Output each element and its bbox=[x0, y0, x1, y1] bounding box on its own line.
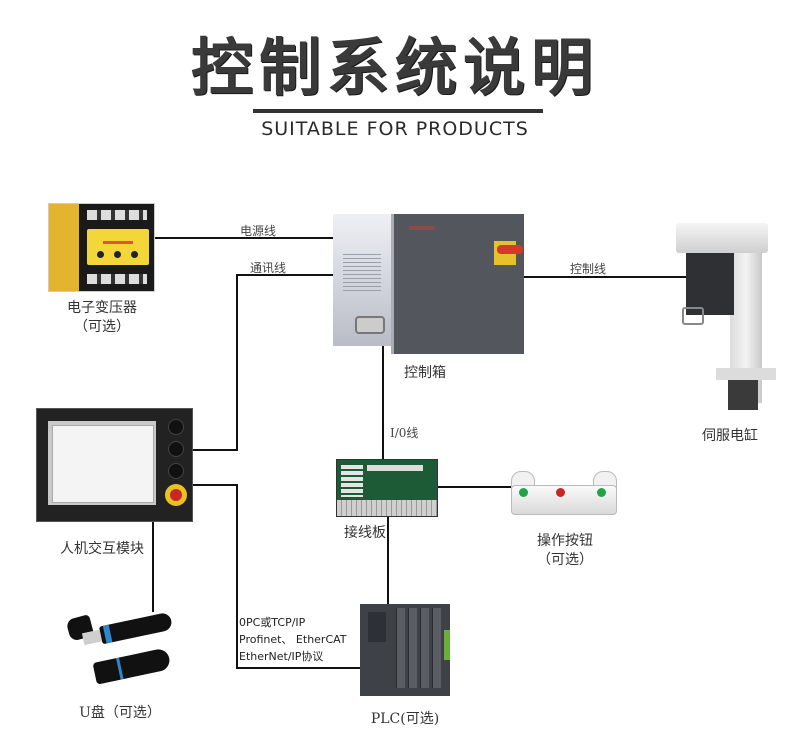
board-to-plc-line bbox=[387, 515, 389, 605]
transformer-image bbox=[48, 203, 155, 292]
io-line-label: I/0线 bbox=[390, 426, 419, 440]
control-box-side bbox=[333, 214, 391, 346]
terminal-board-label: 接线板 bbox=[344, 525, 386, 541]
servo-cylinder-label: 伺服电缸 bbox=[702, 428, 758, 444]
transformer-label: 电子变压器 bbox=[67, 300, 137, 316]
servo-top bbox=[676, 223, 768, 253]
operation-buttons-optional-note: （可选） bbox=[537, 552, 593, 568]
operation-buttons-image bbox=[507, 471, 619, 515]
control-box-image bbox=[391, 214, 524, 354]
board-to-buttons-line bbox=[436, 486, 512, 488]
emergency-stop-icon bbox=[165, 484, 187, 506]
comm-line-label: 通讯线 bbox=[250, 261, 287, 275]
control-box-label: 控制箱 bbox=[404, 365, 446, 381]
comm-line-top bbox=[236, 274, 335, 276]
servo-flange bbox=[716, 368, 776, 380]
protocol-line-vertical bbox=[236, 484, 238, 669]
hmi-label: 人机交互模块 bbox=[60, 541, 144, 557]
comm-line-vertical bbox=[236, 274, 238, 450]
power-line bbox=[155, 237, 335, 239]
protocol-label: 0PC或TCP/IP bbox=[239, 616, 306, 629]
protocol-labels: 0PC或TCP/IP Profinet、 EtherCAT EtherNet/I… bbox=[239, 614, 347, 665]
plc-image bbox=[360, 604, 450, 696]
control-line bbox=[510, 276, 690, 278]
protocol-label: EtherNet/IP协议 bbox=[239, 650, 324, 663]
protocol-label: Profinet、 EtherCAT bbox=[239, 633, 347, 646]
io-line bbox=[382, 346, 384, 460]
terminal-board-image bbox=[336, 459, 438, 517]
control-line-label: 控制线 bbox=[570, 262, 607, 276]
comm-line-to-hmi bbox=[191, 449, 238, 451]
title-underline bbox=[253, 109, 543, 113]
hmi-image bbox=[36, 408, 193, 522]
operation-buttons-label: 操作按钮 bbox=[537, 533, 593, 549]
servo-rod bbox=[728, 380, 758, 410]
protocol-line-top bbox=[191, 484, 238, 486]
hmi-to-usb-line bbox=[152, 520, 154, 612]
usb-drive-closed bbox=[92, 647, 172, 685]
usb-drive-open bbox=[81, 611, 174, 646]
page-subtitle: SUITABLE FOR PRODUCTS bbox=[261, 118, 529, 140]
page-title: 控制系统说明 bbox=[190, 31, 599, 104]
plc-label: PLC(可选) bbox=[370, 711, 440, 727]
servo-motor bbox=[686, 253, 734, 315]
main-switch-icon bbox=[494, 241, 523, 265]
protocol-line-bottom bbox=[236, 667, 361, 669]
power-line-label: 电源线 bbox=[240, 224, 277, 238]
transformer-optional-note: （可选） bbox=[74, 319, 130, 335]
usb-label: U盘（可选） bbox=[79, 705, 161, 721]
servo-clip bbox=[682, 307, 704, 325]
